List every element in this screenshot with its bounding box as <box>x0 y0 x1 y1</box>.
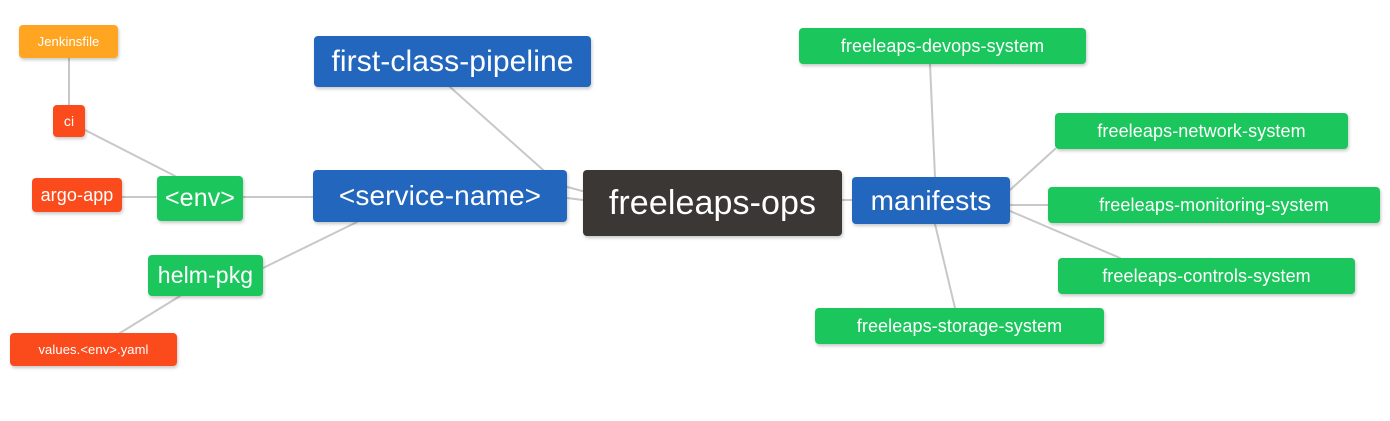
node-label-monitoring-system: freeleaps-monitoring-system <box>1099 195 1329 215</box>
node-label-service-name: <service-name> <box>338 180 542 211</box>
node-label-storage-system: freeleaps-storage-system <box>856 316 1063 336</box>
mindmap-node-network-system[interactable]: freeleaps-network-system <box>1055 113 1348 149</box>
mindmap-node-manifests[interactable]: manifests <box>852 177 1010 224</box>
mindmap-node-values-yaml[interactable]: values.<env>.yaml <box>10 333 177 366</box>
node-label-env: <env> <box>164 184 235 212</box>
mindmap-node-ci[interactable]: ci <box>53 105 85 137</box>
edge-helm-pkg-to-values-yaml <box>119 295 181 334</box>
mindmap-node-freeleaps-ops[interactable]: freeleaps-ops <box>583 170 842 236</box>
edge-manifests-to-devops-system <box>929 63 936 178</box>
mindmap-node-monitoring-system[interactable]: freeleaps-monitoring-system <box>1048 187 1380 223</box>
mindmap-node-env[interactable]: <env> <box>157 176 243 221</box>
node-label-freeleaps-ops: freeleaps-ops <box>608 184 817 222</box>
node-label-network-system: freeleaps-network-system <box>1097 121 1306 141</box>
node-label-argo-app: argo-app <box>40 185 114 205</box>
node-label-helm-pkg: helm-pkg <box>157 262 254 288</box>
mindmap-node-storage-system[interactable]: freeleaps-storage-system <box>815 308 1104 344</box>
node-label-values-yaml: values.<env>.yaml <box>38 342 149 357</box>
edge-manifests-to-storage-system <box>934 223 956 309</box>
node-label-controls-system: freeleaps-controls-system <box>1102 266 1311 286</box>
node-label-devops-system: freeleaps-devops-system <box>840 36 1045 56</box>
mindmap-node-helm-pkg[interactable]: helm-pkg <box>148 255 263 296</box>
mindmap-node-service-name[interactable]: <service-name> <box>313 170 567 222</box>
mindmap-node-argo-app[interactable]: argo-app <box>32 178 122 212</box>
edge-freeleaps-ops-to-service-name <box>566 197 584 201</box>
edge-manifests-to-network-system <box>1009 148 1056 191</box>
node-label-first-class: first-class-pipeline <box>331 44 574 78</box>
mindmap-node-first-class[interactable]: first-class-pipeline <box>314 36 591 87</box>
node-label-ci: ci <box>63 113 75 129</box>
node-label-jenkinsfile: Jenkinsfile <box>37 34 100 49</box>
mindmap-node-controls-system[interactable]: freeleaps-controls-system <box>1058 258 1355 294</box>
mindmap-node-devops-system[interactable]: freeleaps-devops-system <box>799 28 1086 64</box>
edge-service-name-to-helm-pkg <box>262 221 358 269</box>
edge-env-to-ci <box>84 129 176 177</box>
node-label-manifests: manifests <box>870 184 992 216</box>
mindmap-node-jenkinsfile[interactable]: Jenkinsfile <box>19 25 118 58</box>
